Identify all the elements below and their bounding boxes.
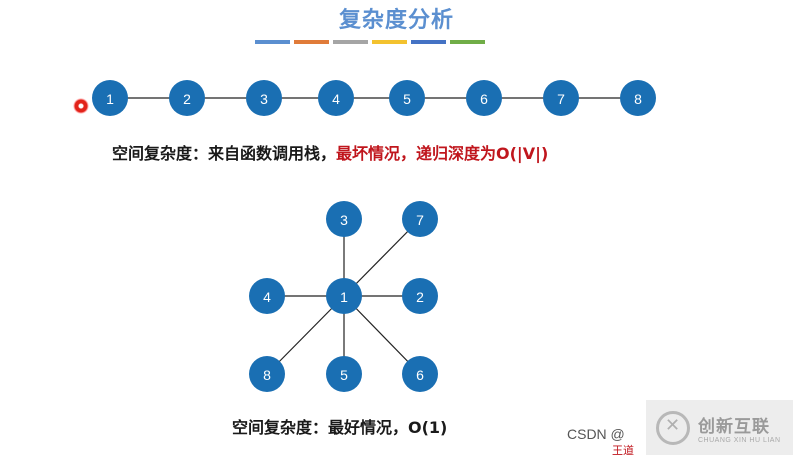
star-leaf-node-7: 7 [402,201,438,237]
chain-node-8: 8 [620,80,656,116]
star-leaf-node-6-circle [402,356,438,392]
star-leaf-node-5-label: 5 [340,367,348,383]
chain-caption: 空间复杂度：来自函数调用栈，最坏情况，递归深度为O(|V|) [112,140,548,164]
star-leaf-node-5: 5 [326,356,362,392]
chain-node-3-label: 3 [260,91,268,107]
star-center-node-label: 1 [340,289,348,305]
chain-node-3-circle [246,80,282,116]
star-edge [266,295,345,375]
star-leaf-node-2-circle [402,278,438,314]
wangdao-watermark: 王道 [612,444,634,457]
star-leaf-node-8: 8 [249,356,285,392]
csdn-watermark: CSDN @ [567,426,625,442]
star-leaf-node-4-circle [249,278,285,314]
chain-node-5: 5 [389,80,425,116]
brand-logo: 创新互联 CHUANG XIN HU LIAN [646,400,793,455]
color-bar-segment [294,40,329,44]
chain-node-4-circle [318,80,354,116]
page-title: 复杂度分析 [338,8,454,33]
chain-node-4-label: 4 [332,91,340,107]
color-bar-segment [372,40,407,44]
star-center-node: 1 [326,278,362,314]
star-leaf-node-7-circle [402,201,438,237]
chain-node-6: 6 [466,80,502,116]
chain-node-5-label: 5 [403,91,411,107]
chain-node-2-label: 2 [183,91,191,107]
star-leaf-node-6-label: 6 [416,367,424,383]
cursor-pointer-icon [73,98,89,114]
chain-node-7: 7 [543,80,579,116]
title-color-bar [255,40,485,44]
star-leaf-node-7-label: 7 [416,212,424,228]
chain-node-1: 1 [92,80,128,116]
chain-node-6-label: 6 [480,91,488,107]
star-leaf-node-3-label: 3 [340,212,348,228]
chain-node-7-label: 7 [557,91,565,107]
brand-logo-icon [656,410,690,445]
brand-logo-cn: 创新互联 [698,416,770,437]
chain-node-3: 3 [246,80,282,116]
star-leaf-node-4-label: 4 [263,289,271,305]
star-leaf-node-6: 6 [402,356,438,392]
brand-logo-en: CHUANG XIN HU LIAN [698,436,781,444]
star-leaf-node-5-circle [326,356,362,392]
star-edge [343,218,421,297]
chain-node-5-circle [389,80,425,116]
chain-caption-prefix: 空间复杂度：来自函数调用栈， [112,144,337,163]
color-bar-segment [450,40,485,44]
star-caption: 空间复杂度：最好情况，O(1) [232,418,448,437]
star-leaf-node-3: 3 [326,201,362,237]
chain-node-1-label: 1 [106,91,114,107]
chain-caption-highlight: 最坏情况，递归深度为O(|V|) [336,144,549,163]
color-bar-segment [333,40,368,44]
star-leaf-node-2: 2 [402,278,438,314]
star-center-node-circle [326,278,362,314]
chain-node-2: 2 [169,80,205,116]
star-leaf-node-3-circle [326,201,362,237]
star-leaf-node-8-label: 8 [263,367,271,383]
chain-node-8-circle [620,80,656,116]
chain-node-6-circle [466,80,502,116]
star-edge [343,295,421,375]
chain-node-2-circle [169,80,205,116]
color-bar-segment [255,40,290,44]
chain-node-8-label: 8 [634,91,642,107]
star-leaf-node-4: 4 [249,278,285,314]
star-leaf-node-8-circle [249,356,285,392]
chain-node-4: 4 [318,80,354,116]
star-leaf-node-2-label: 2 [416,289,424,305]
chain-node-1-circle [92,80,128,116]
color-bar-segment [411,40,446,44]
chain-node-7-circle [543,80,579,116]
